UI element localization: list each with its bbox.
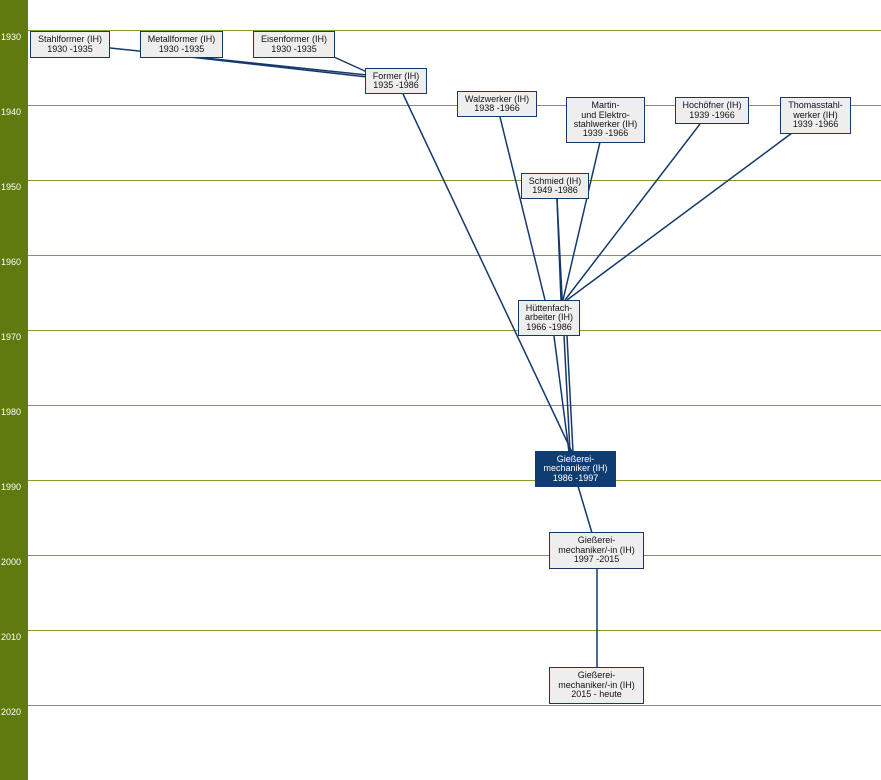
link-thomas-huetten (566, 132, 793, 301)
node-martin[interactable]: Martin- und Elektro- stahlwerker (IH) 19… (566, 97, 645, 143)
year-label-1960: 1960 (1, 257, 22, 267)
link-metallformer-former (189, 56, 368, 78)
node-thomas[interactable]: Thomasstahl- werker (IH) 1939 -1966 (780, 97, 851, 134)
node-stahlformer-period: 1930 -1935 (47, 43, 93, 54)
node-schmied[interactable]: Schmied (IH) 1949 -1986 (521, 173, 589, 199)
node-thomas-line2: werker (IH) (793, 109, 838, 120)
link-former-giess1986 (402, 93, 573, 453)
node-hochofner-period: 1939 -1966 (689, 109, 735, 120)
node-giesserei-2015-period: 2015 - heute (571, 689, 622, 700)
link-eisenformer-former (333, 56, 368, 73)
year-label-1940: 1940 (1, 107, 22, 117)
node-thomas-period: 1939 -1966 (792, 119, 839, 130)
year-label-1990: 1990 (1, 482, 22, 492)
node-martin-line2: und Elektro- (581, 109, 630, 120)
node-metallformer[interactable]: Metallformer (IH) 1930 -1935 (140, 31, 223, 58)
gridline-1950 (28, 180, 881, 181)
node-walzwerker-period: 1938 -1966 (474, 103, 520, 113)
node-metallformer-period: 1930 -1935 (158, 43, 205, 54)
node-walzwerker-title: Walzwerker (IH) (464, 93, 530, 104)
node-huetten-period: 1966 -1986 (526, 321, 572, 332)
node-stahlformer[interactable]: Stahlformer (IH) 1930 -1935 (30, 31, 110, 58)
node-huetten-line1: Hüttenfach- (525, 302, 573, 313)
node-schmied-period: 1949 -1986 (532, 185, 578, 195)
year-label-1930: 1930 (1, 32, 22, 42)
link-walzwerker-huetten (499, 116, 546, 301)
node-eisenformer[interactable]: Eisenformer (IH) 1930 -1935 (253, 31, 335, 58)
node-eisenformer-title: Eisenformer (IH) (260, 34, 327, 45)
node-giesserei-1986-line1: Gießerei- (556, 453, 595, 464)
node-giesserei-2015-line2: mechaniker/-in (IH) (558, 679, 635, 690)
gridline-1930 (28, 30, 881, 31)
node-hochofner-title: Hochöfner (IH) (682, 100, 742, 111)
node-eisenformer-period: 1930 -1935 (271, 43, 317, 54)
gridline-2020 (28, 705, 881, 706)
node-former[interactable]: Former (IH) 1935 -1986 (365, 68, 427, 94)
link-huetten-giess1986-b (566, 335, 574, 453)
node-giesserei-2015[interactable]: Gießerei- mechaniker/-in (IH) 2015 - heu… (549, 667, 644, 704)
year-label-2020: 2020 (1, 707, 22, 717)
node-martin-line3: stahlwerker (IH) (573, 119, 638, 129)
link-hochofner-huetten (564, 123, 701, 301)
node-giesserei-1997-line1: Gießerei- (577, 535, 616, 546)
link-giess1986-giess1997 (577, 485, 593, 534)
node-giesserei-1986-period: 1986 -1997 (552, 472, 599, 483)
node-giesserei-1997-line2: mechaniker/-in (IH) (558, 544, 635, 555)
gridline-1940 (28, 105, 881, 106)
year-label-1970: 1970 (1, 332, 22, 342)
node-huetten-line2: arbeiter (IH) (524, 312, 573, 323)
year-axis-sidebar: 1930 1940 1950 1960 1970 1980 1990 2000 … (0, 0, 28, 780)
node-metallformer-title: Metallformer (IH) (147, 34, 216, 45)
gridline-1960 (28, 255, 881, 256)
link-martin-huetten (562, 141, 601, 301)
node-former-period: 1935 -1986 (373, 80, 419, 90)
node-stahlformer-title: Stahlformer (IH) (37, 34, 102, 45)
gridline-1980 (28, 405, 881, 406)
node-thomas-line1: Thomasstahl- (788, 100, 843, 111)
node-giesserei-1997[interactable]: Gießerei- mechaniker/-in (IH) 1997 -2015 (549, 532, 644, 569)
node-giesserei-1986-line2: mechaniker (IH) (543, 463, 608, 474)
node-former-title: Former (IH) (372, 70, 420, 81)
gridline-1990 (28, 480, 881, 481)
node-martin-period: 1939 -1966 (582, 128, 629, 139)
year-label-2000: 2000 (1, 557, 22, 567)
year-label-2010: 2010 (1, 632, 22, 642)
gridline-2000 (28, 555, 881, 556)
node-walzwerker[interactable]: Walzwerker (IH) 1938 -1966 (457, 91, 537, 117)
year-label-1980: 1980 (1, 407, 22, 417)
node-hochofner[interactable]: Hochöfner (IH) 1939 -1966 (675, 97, 749, 124)
node-schmied-title: Schmied (IH) (528, 175, 582, 186)
gridline-1970 (28, 330, 881, 331)
year-label-1950: 1950 (1, 182, 22, 192)
node-huetten[interactable]: Hüttenfach- arbeiter (IH) 1966 -1986 (518, 300, 580, 336)
node-martin-line1: Martin- (591, 100, 620, 111)
node-giesserei-1997-period: 1997 -2015 (573, 554, 620, 565)
link-huetten-giess1986-a (553, 335, 570, 453)
gridline-2010 (28, 630, 881, 631)
node-giesserei-2015-line1: Gießerei- (577, 670, 616, 681)
node-giesserei-1986[interactable]: Gießerei- mechaniker (IH) 1986 -1997 (535, 451, 616, 487)
